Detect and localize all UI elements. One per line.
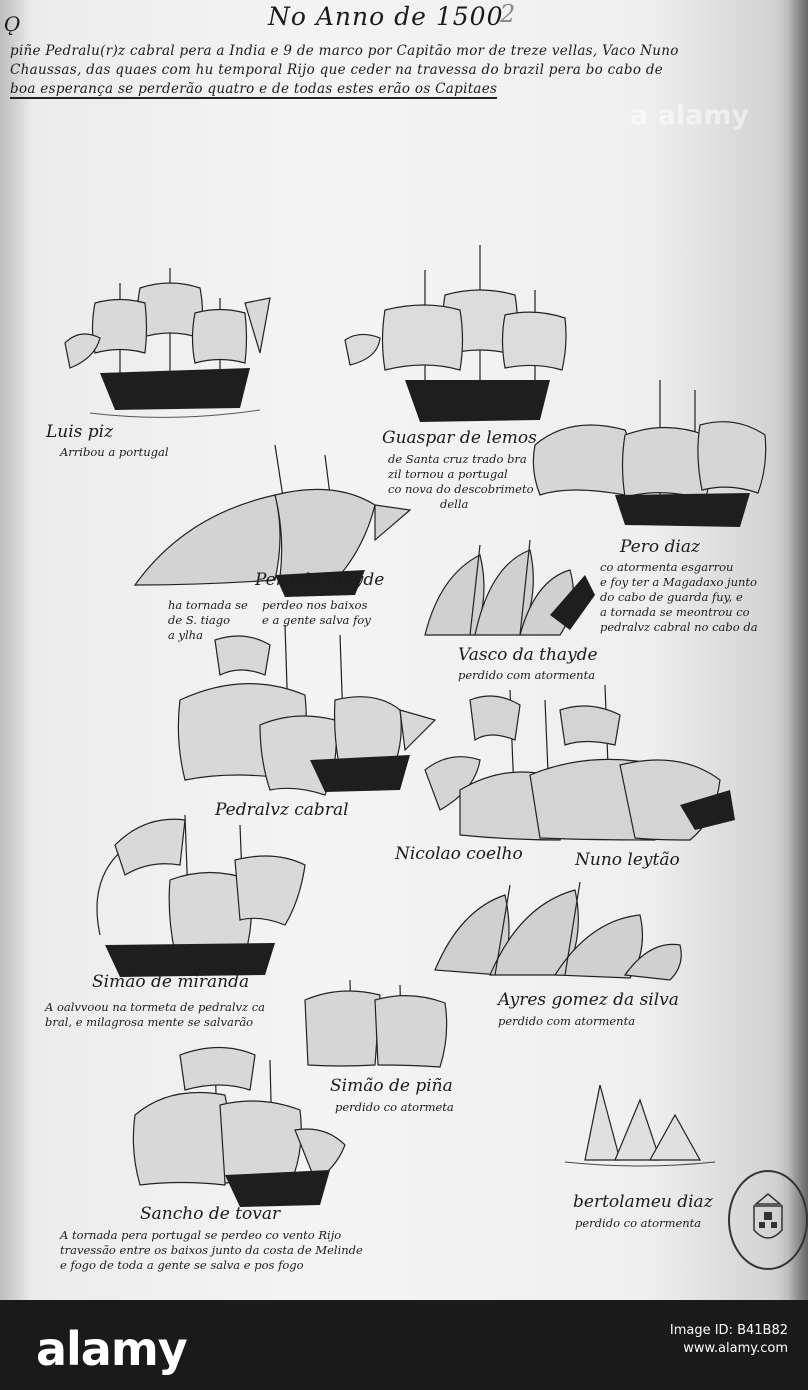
archive-seal-stamp (728, 1170, 808, 1270)
folio-number: 2 (500, 0, 516, 28)
ship-note: e fogo de toda a gente se salva e pos fo… (60, 1258, 304, 1272)
ship-note: e foy ter a Magadaxo junto (600, 575, 757, 589)
ship-illustration-pero-de-thayde (133, 444, 412, 597)
ship-label: Pedralvz cabral (215, 800, 349, 820)
ship-note: della (440, 497, 469, 511)
ship-illustration-simao-de-pina (304, 979, 448, 1068)
ship-label: bertolameu diaz (573, 1192, 713, 1212)
intro-line-underlined: boa esperança se perderão quatro e de to… (10, 81, 498, 99)
stock-footer-bar: alamy Image ID: B41B82 www.alamy.com (0, 1300, 808, 1390)
ship-illustration-luis-piz (64, 268, 271, 418)
ship-note: a tornada se meontrou co (600, 605, 750, 619)
ship-note: zil tornou a portugal (388, 467, 508, 481)
intro-line: boa esperança se perderão quatro e de to… (10, 80, 770, 99)
intro-line: Chaussas, das quaes com hu temporal Rijo… (10, 62, 664, 78)
ship-label: Guaspar de lemos (382, 428, 537, 448)
site-url: www.alamy.com (683, 1341, 788, 1356)
ship-illustration-pero-diaz (532, 380, 767, 527)
ship-note: A oalvvoou na tormeta de pedralvz ca (45, 1000, 266, 1014)
ship-note: Arribou a portugal (60, 445, 169, 459)
ship-note: a ylha (168, 628, 203, 642)
ship-note: do cabo de guarda fuy, e (600, 590, 743, 604)
ship-note: co atormenta esgarrou (600, 560, 734, 574)
image-meta: Image ID: B41B82 www.alamy.com (670, 1322, 788, 1358)
ship-label: Simão de piña (330, 1076, 453, 1096)
ship-label: Luis piz (46, 422, 114, 442)
ship-note: perdido co atormenta (575, 1216, 702, 1230)
ship-label: Nicolao coelho (395, 844, 523, 864)
ship-label: Vasco da thayde (458, 645, 598, 665)
page-edge-shadow (788, 0, 808, 1300)
watermark: a alamy (630, 100, 750, 131)
ship-note: de S. tiago (168, 613, 231, 627)
ship-illustration-bertolameu-diaz (564, 1084, 716, 1167)
ship-label: Nuno leytão (575, 850, 680, 870)
alamy-logo: alamy (36, 1322, 188, 1376)
ship-illustration-guaspar-de-lemos (344, 245, 567, 422)
ship-illustration-sancho-de-tovar (132, 1046, 346, 1207)
ship-note: bral, e milagrosa mente se salvarão (45, 1015, 254, 1029)
page-title: No Anno de 1500 (268, 2, 504, 31)
ship-label: Sancho de tovar (140, 1204, 281, 1224)
ship-note: e a gente salva foy (262, 613, 371, 627)
ship-illustration-nicolao-coelho (424, 684, 735, 841)
ship-note: perdido co atormeta (335, 1100, 454, 1114)
ship-note: ha tornada se (168, 598, 248, 612)
intro-text: piñe Pedralu(r)z cabral pera a India e 9… (10, 42, 770, 99)
ship-note: de Santa cruz trado bra (388, 452, 527, 466)
ship-illustration-simao-de-miranda (96, 814, 306, 977)
ship-note: perdido com atormenta (498, 1014, 636, 1028)
image-id: Image ID: B41B82 (669, 1323, 788, 1338)
ship-illustration-pedralvz-cabral (177, 624, 437, 796)
margin-mark: Ǫ (4, 12, 21, 36)
ship-note: travessão entre os baixos junto da costa… (60, 1243, 363, 1257)
ship-note: pedralvz cabral no cabo da (600, 620, 758, 634)
ship-illustration-vasco-da-thayde (424, 539, 595, 636)
manuscript-page: Ǫ No Anno de 1500 2 piñe Pedralu(r)z cab… (0, 0, 808, 1300)
ship-note: perdeo nos baixos (262, 598, 368, 612)
ship-label: Pero diaz (620, 537, 700, 557)
ship-note: A tornada pera portugal se perdeo co ven… (60, 1228, 342, 1242)
ship-label: Ayres gomez da silva (498, 990, 679, 1010)
intro-line: piñe Pedralu(r)z cabral pera a India e 9… (10, 43, 679, 59)
ship-note: co nova do descobrimeto (388, 482, 534, 496)
ship-label: Pero de thayde (255, 570, 385, 590)
ship-label: Simão de miranda (92, 972, 250, 992)
ship-note: perdido com atormenta (458, 668, 596, 682)
coat-of-arms-icon (753, 1193, 783, 1239)
ship-illustration-ayres-gomez-da-silva (434, 881, 682, 981)
